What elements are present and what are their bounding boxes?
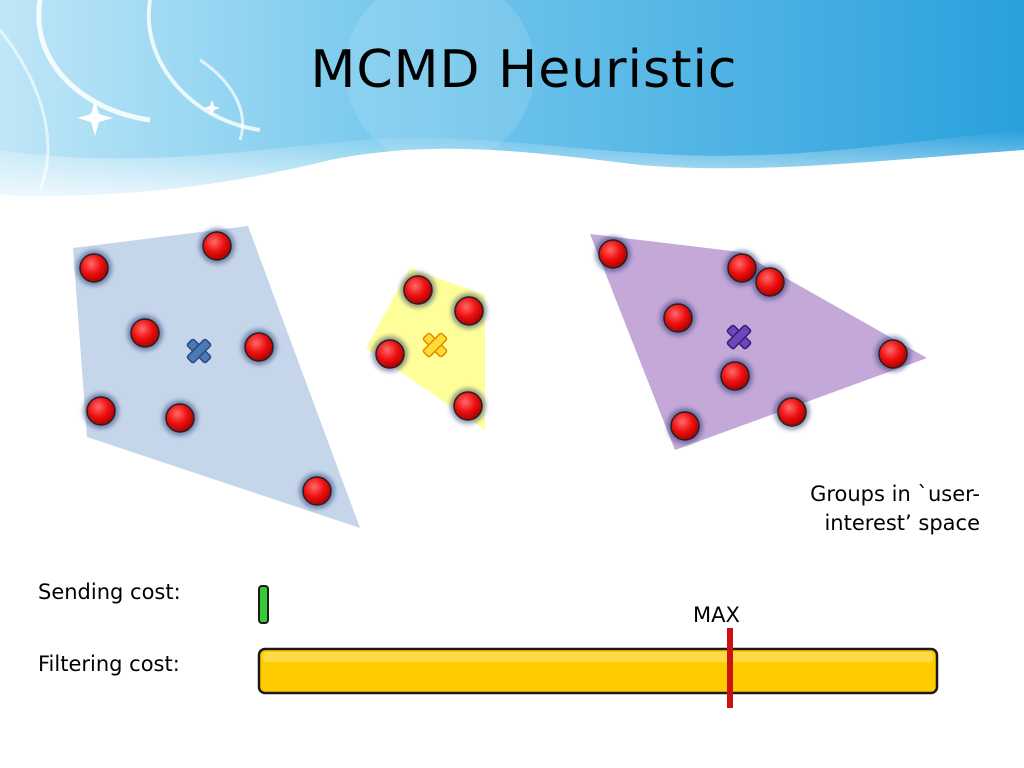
data-point [199, 228, 235, 264]
data-point [595, 236, 631, 272]
data-point [875, 336, 911, 372]
data-point [372, 336, 408, 372]
data-point [752, 264, 788, 300]
group-region-blue [73, 226, 360, 528]
centroid-x-icon-yellow [422, 332, 448, 358]
centroid-x-icon-blue [186, 338, 212, 364]
data-point [774, 394, 810, 430]
data-point [400, 272, 436, 308]
data-point [667, 408, 703, 444]
caption-line: interest’ space [824, 511, 980, 535]
max-label: MAX [693, 603, 740, 627]
group-points-yellow [372, 272, 487, 424]
data-point [127, 315, 163, 351]
centroid-x-icon-purple [726, 324, 752, 350]
slide-title: MCMD Heuristic [310, 40, 738, 100]
group-region-purple [590, 234, 927, 450]
groups-caption: Groups in `user- interest’ space [700, 480, 980, 538]
data-point [451, 293, 487, 329]
group-points-purple [595, 236, 911, 444]
data-point [717, 358, 753, 394]
sending-cost-bar [258, 585, 269, 624]
data-point [660, 300, 696, 336]
group-points-blue [76, 228, 335, 509]
data-point [241, 329, 277, 365]
caption-line: Groups in `user- [810, 482, 980, 506]
data-point [450, 388, 486, 424]
data-point [83, 393, 119, 429]
sending-cost-label: Sending cost: [38, 580, 181, 604]
header-background [0, 0, 1024, 201]
filtering-cost-label: Filtering cost: [38, 652, 180, 676]
data-point [724, 250, 760, 286]
data-point [162, 400, 198, 436]
data-point [299, 473, 335, 509]
data-point [76, 250, 112, 286]
